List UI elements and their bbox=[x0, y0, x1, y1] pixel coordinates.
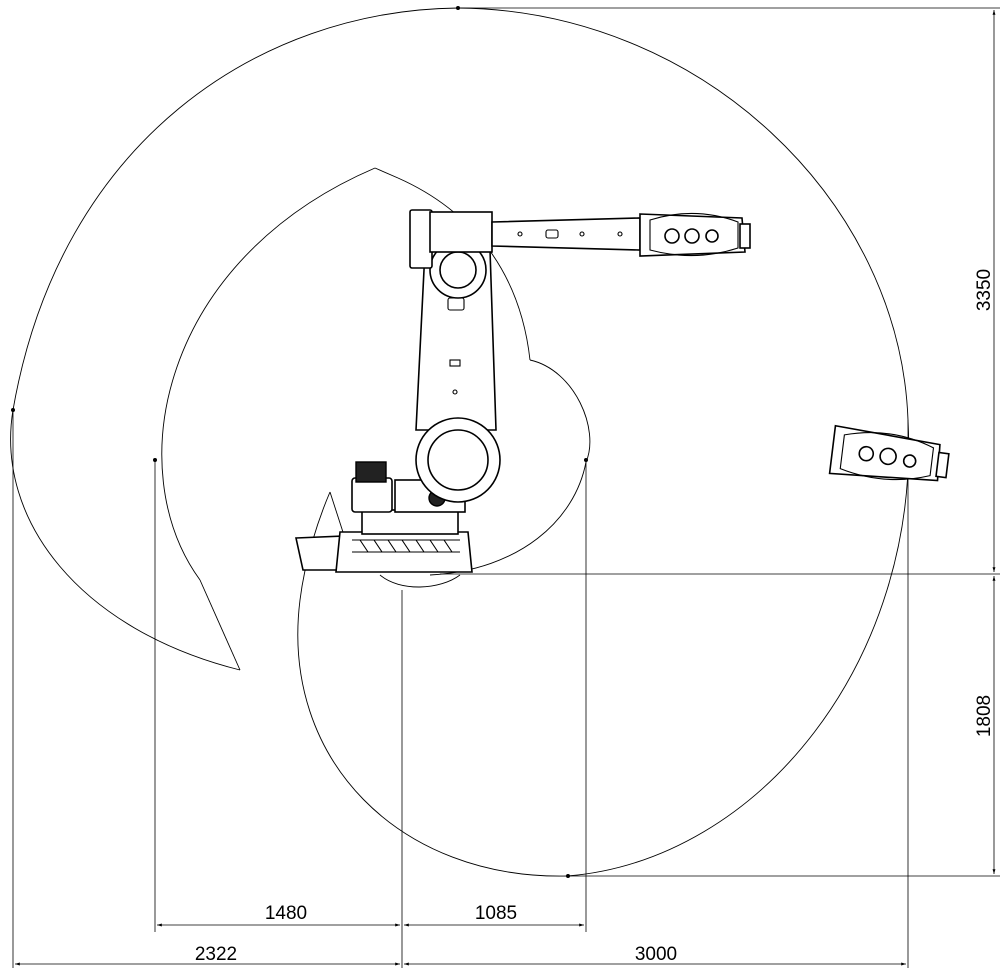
axis1-motor bbox=[351, 477, 393, 513]
tube-hole-3 bbox=[617, 231, 623, 237]
robot-upper-arm bbox=[409, 209, 641, 269]
dimension-lines bbox=[14, 10, 996, 966]
inner-notch-top bbox=[374, 167, 399, 179]
upper-arm-housing bbox=[429, 211, 493, 253]
lower-arm-label-plate bbox=[447, 297, 465, 311]
robot-wrist-horizontal bbox=[639, 212, 751, 257]
lower-left-tip bbox=[199, 579, 241, 671]
base-ribs bbox=[352, 539, 460, 553]
wrist-flange bbox=[739, 223, 751, 249]
wrist-bolt-2 bbox=[684, 228, 700, 244]
wrist-bolt-3 bbox=[705, 229, 719, 243]
tube-hole-1 bbox=[517, 231, 523, 237]
outer-envelope-curve bbox=[10, 7, 459, 671]
label-outer-left: 2322 bbox=[195, 944, 237, 965]
wrist-bolt-1 bbox=[664, 228, 680, 244]
robot-lower-arm bbox=[415, 241, 501, 503]
label-inner-right: 1085 bbox=[475, 903, 517, 924]
wrist-tilted-bolt-2 bbox=[879, 447, 897, 466]
tube-slot bbox=[545, 229, 559, 239]
axis1-motor-cap bbox=[355, 461, 387, 483]
inner-envelope-curve bbox=[161, 167, 376, 581]
label-outer-right: 3000 bbox=[635, 944, 677, 965]
label-height-lower: 1808 bbox=[974, 695, 995, 737]
wrist-tilted-flange bbox=[935, 451, 950, 479]
robot-wrist-tilted bbox=[828, 424, 950, 482]
lower-arm-joint-inner bbox=[427, 429, 489, 491]
lower-arm-slot bbox=[449, 359, 461, 367]
robot bbox=[295, 209, 950, 573]
tube-hole-2 bbox=[579, 231, 585, 237]
wrist-tilted-bolt-3 bbox=[902, 454, 917, 468]
lower-arm-hole bbox=[452, 389, 458, 395]
wrist-serrated-outline bbox=[649, 212, 739, 257]
wrist-tilted-bolt-1 bbox=[858, 445, 875, 462]
label-inner-left: 1480 bbox=[265, 903, 307, 924]
wrist-tilted-serrated-outline bbox=[839, 432, 935, 481]
upper-joint-inner bbox=[439, 251, 477, 289]
outer-right-curve bbox=[457, 7, 910, 877]
counterweight bbox=[409, 209, 433, 269]
label-height-upper: 3350 bbox=[974, 269, 995, 311]
base-turntable bbox=[361, 509, 459, 535]
robot-base bbox=[295, 461, 473, 573]
dimension-labels: 3350 1808 1480 1085 2322 3000 bbox=[195, 269, 995, 965]
extension-lines bbox=[12, 7, 1000, 968]
base-small-arc bbox=[379, 574, 461, 588]
